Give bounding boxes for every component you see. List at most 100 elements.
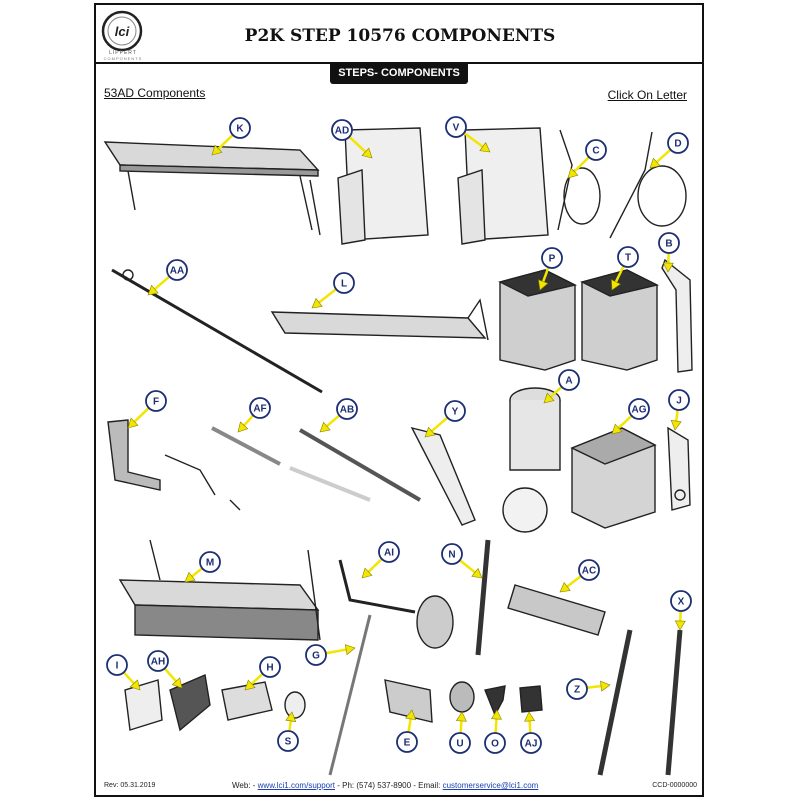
callout-letter[interactable]: K	[236, 124, 244, 135]
part-callout-ai[interactable]: AI	[361, 541, 400, 579]
part-callout-ag[interactable]: AG	[611, 398, 650, 435]
callout-circle[interactable]	[628, 398, 650, 420]
part-callout-d[interactable]: D	[649, 132, 689, 169]
callout-letter[interactable]: AH	[151, 657, 165, 668]
callout-circle[interactable]	[484, 732, 506, 754]
callout-letter[interactable]: AC	[582, 566, 596, 577]
callout-letter[interactable]: L	[341, 279, 347, 290]
callout-circle[interactable]	[578, 559, 600, 581]
callout-letter[interactable]: F	[153, 397, 159, 408]
callout-circle[interactable]	[667, 132, 689, 154]
callout-circle[interactable]	[229, 117, 251, 139]
callout-letter[interactable]: V	[453, 123, 460, 134]
callout-letter[interactable]: AG	[632, 405, 647, 416]
callout-letter[interactable]: AF	[253, 404, 266, 415]
callout-circle[interactable]	[145, 390, 167, 412]
part-callout-c[interactable]: C	[567, 139, 607, 179]
part-callout-p[interactable]: P	[538, 247, 563, 291]
callout-circle[interactable]	[520, 732, 542, 754]
callout-letter[interactable]: H	[266, 663, 273, 674]
callout-letter[interactable]: E	[404, 738, 411, 749]
part-callout-ah[interactable]: AH	[147, 650, 183, 689]
callout-circle[interactable]	[259, 656, 281, 678]
callout-circle[interactable]	[333, 272, 355, 294]
callout-letter[interactable]: U	[456, 739, 463, 750]
callout-letter[interactable]: B	[665, 239, 672, 250]
part-callout-ac[interactable]: AC	[559, 559, 600, 593]
part-callout-j[interactable]: J	[668, 389, 690, 431]
callout-circle[interactable]	[585, 139, 607, 161]
part-callout-f[interactable]: F	[127, 390, 167, 429]
callout-circle[interactable]	[166, 259, 188, 281]
pointer-arrow-icon	[361, 147, 373, 159]
callout-circle[interactable]	[449, 732, 471, 754]
callout-letter[interactable]: AB	[340, 405, 354, 416]
callout-circle[interactable]	[617, 246, 639, 268]
callout-circle[interactable]	[378, 541, 400, 563]
part-callout-s[interactable]: S	[277, 711, 299, 752]
callout-circle[interactable]	[305, 644, 327, 666]
callout-letter[interactable]: AD	[335, 126, 349, 137]
part-callout-aj[interactable]: AJ	[520, 711, 542, 754]
callout-letter[interactable]: A	[565, 376, 572, 387]
part-callout-ab[interactable]: AB	[319, 398, 358, 433]
callout-letter[interactable]: AJ	[525, 739, 538, 750]
callout-circle[interactable]	[331, 119, 353, 141]
callout-letter[interactable]: C	[592, 146, 599, 157]
callout-letter[interactable]: Z	[574, 685, 580, 696]
callout-circle[interactable]	[668, 389, 690, 411]
part-callout-k[interactable]: K	[211, 117, 251, 156]
callout-circle[interactable]	[277, 730, 299, 752]
callout-circle[interactable]	[441, 543, 463, 565]
callout-letter[interactable]: G	[312, 651, 320, 662]
part-callout-m[interactable]: M	[184, 551, 221, 583]
callout-letter[interactable]: AA	[170, 266, 184, 277]
callout-letter[interactable]: S	[285, 737, 292, 748]
callout-letter[interactable]: N	[448, 550, 455, 561]
callout-circle[interactable]	[147, 650, 169, 672]
part-callout-h[interactable]: H	[244, 656, 281, 691]
callout-circle[interactable]	[444, 400, 466, 422]
callout-circle[interactable]	[336, 398, 358, 420]
callout-circle[interactable]	[541, 247, 563, 269]
part-callout-o[interactable]: O	[484, 709, 506, 754]
part-callout-i[interactable]: I	[106, 654, 141, 691]
callout-circle[interactable]	[566, 678, 588, 700]
part-callout-v[interactable]: V	[445, 116, 491, 153]
part-callout-b[interactable]: B	[658, 232, 680, 273]
callout-letter[interactable]: O	[491, 739, 499, 750]
callout-letter[interactable]: T	[625, 253, 631, 264]
callout-letter[interactable]: J	[676, 396, 682, 407]
callout-letter[interactable]: D	[674, 139, 681, 150]
callout-circle[interactable]	[199, 551, 221, 573]
part-callout-n[interactable]: N	[441, 543, 483, 579]
part-callout-af[interactable]: AF	[237, 397, 271, 433]
support-link[interactable]: www.lci1.com/support	[257, 781, 335, 790]
part-callout-l[interactable]: L	[311, 272, 355, 309]
email-link[interactable]: customerservice@lci1.com	[442, 781, 539, 790]
part-callout-ad[interactable]: AD	[331, 119, 373, 159]
part-callout-u[interactable]: U	[449, 711, 471, 754]
part-callout-aa[interactable]: AA	[147, 259, 188, 296]
callout-circle[interactable]	[396, 731, 418, 753]
callout-letter[interactable]: P	[549, 254, 556, 265]
callout-letter[interactable]: M	[206, 558, 214, 569]
callout-circle[interactable]	[445, 116, 467, 138]
callout-circle[interactable]	[249, 397, 271, 419]
part-callout-t[interactable]: T	[611, 246, 639, 291]
part-callout-z[interactable]: Z	[566, 678, 611, 700]
callout-letter[interactable]: Y	[452, 407, 459, 418]
part-callout-a[interactable]: A	[543, 369, 580, 404]
callout-letter[interactable]: X	[678, 597, 685, 608]
callout-circle[interactable]	[670, 590, 692, 612]
tab-steps-components[interactable]: STEPS- COMPONENTS	[330, 62, 468, 84]
callout-circle[interactable]	[558, 369, 580, 391]
part-callout-y[interactable]: Y	[424, 400, 466, 438]
callout-letter[interactable]: I	[116, 661, 119, 672]
callout-letter[interactable]: AI	[384, 548, 394, 559]
callout-circle[interactable]	[658, 232, 680, 254]
part-callout-x[interactable]: X	[670, 590, 692, 631]
part-callout-e[interactable]: E	[396, 709, 418, 753]
part-callout-g[interactable]: G	[305, 644, 356, 666]
callout-circle[interactable]	[106, 654, 128, 676]
